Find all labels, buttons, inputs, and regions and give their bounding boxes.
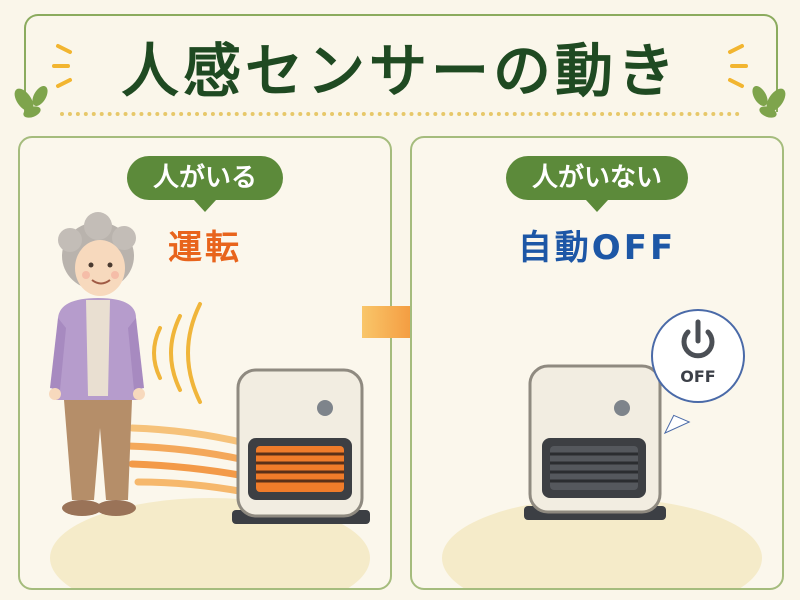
header-decorations xyxy=(14,44,786,118)
sensor-wave-icon xyxy=(152,302,202,404)
elderly-person-icon xyxy=(49,212,145,516)
status-running: 運転 xyxy=(168,228,242,268)
warm-air-icon xyxy=(124,424,249,496)
power-icon xyxy=(681,319,715,359)
scene-present xyxy=(49,212,370,524)
panel-person-present: 人がいる 運転 xyxy=(18,136,392,590)
page-title: 人感センサーの動き xyxy=(120,37,679,105)
leaf-right-icon xyxy=(752,86,786,118)
sparkle-left-icon xyxy=(52,44,72,88)
condition-label-present: 人がいる xyxy=(126,156,284,200)
leaf-left-icon xyxy=(14,86,48,118)
title-frame xyxy=(24,14,778,112)
status-auto-off: 自動OFF xyxy=(517,228,677,268)
header: 人感センサーの動き xyxy=(0,0,800,120)
pointer-triangle xyxy=(194,200,216,212)
heater-running-icon xyxy=(232,368,370,524)
pointer-triangle xyxy=(586,200,608,212)
off-bubble-label: OFF xyxy=(680,367,715,386)
scene-absent: OFF xyxy=(524,309,745,520)
panel-person-absent: OFF 人がいない 自動OFF xyxy=(410,136,784,590)
condition-label-absent: 人がいない xyxy=(505,156,689,200)
heater-off-icon xyxy=(524,364,666,520)
sparkle-right-icon xyxy=(728,44,748,88)
dotted-divider xyxy=(60,112,740,116)
